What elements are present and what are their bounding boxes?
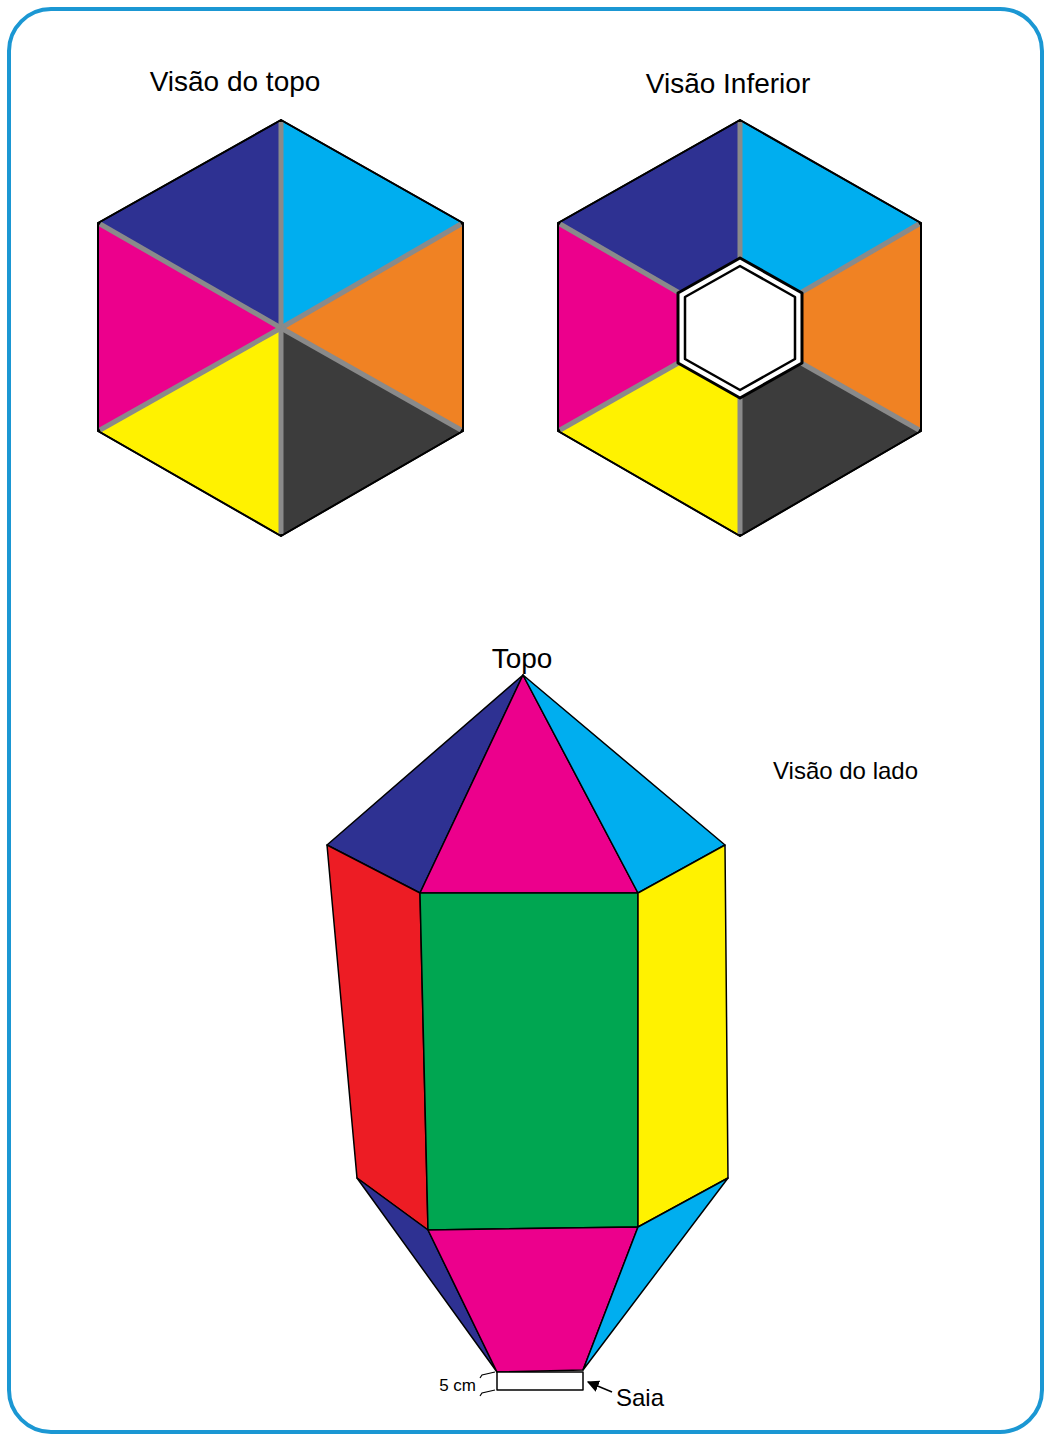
part-name: Saia — [616, 1384, 664, 1412]
frame — [9, 9, 1042, 1432]
side-view-balloon — [327, 675, 728, 1390]
view-title: Visão Inferior — [646, 68, 810, 100]
bottom-view-hexagon — [558, 120, 921, 536]
skirt-pointer — [588, 1382, 612, 1392]
dimension-marks — [480, 1372, 495, 1396]
view-title: Topo — [492, 643, 553, 675]
view-title: Visão do topo — [150, 66, 321, 98]
view-title: Visão do lado — [773, 757, 918, 785]
dimension-label: 5 cm — [439, 1376, 476, 1396]
skirt — [497, 1372, 583, 1390]
top-view-hexagon — [98, 120, 463, 536]
